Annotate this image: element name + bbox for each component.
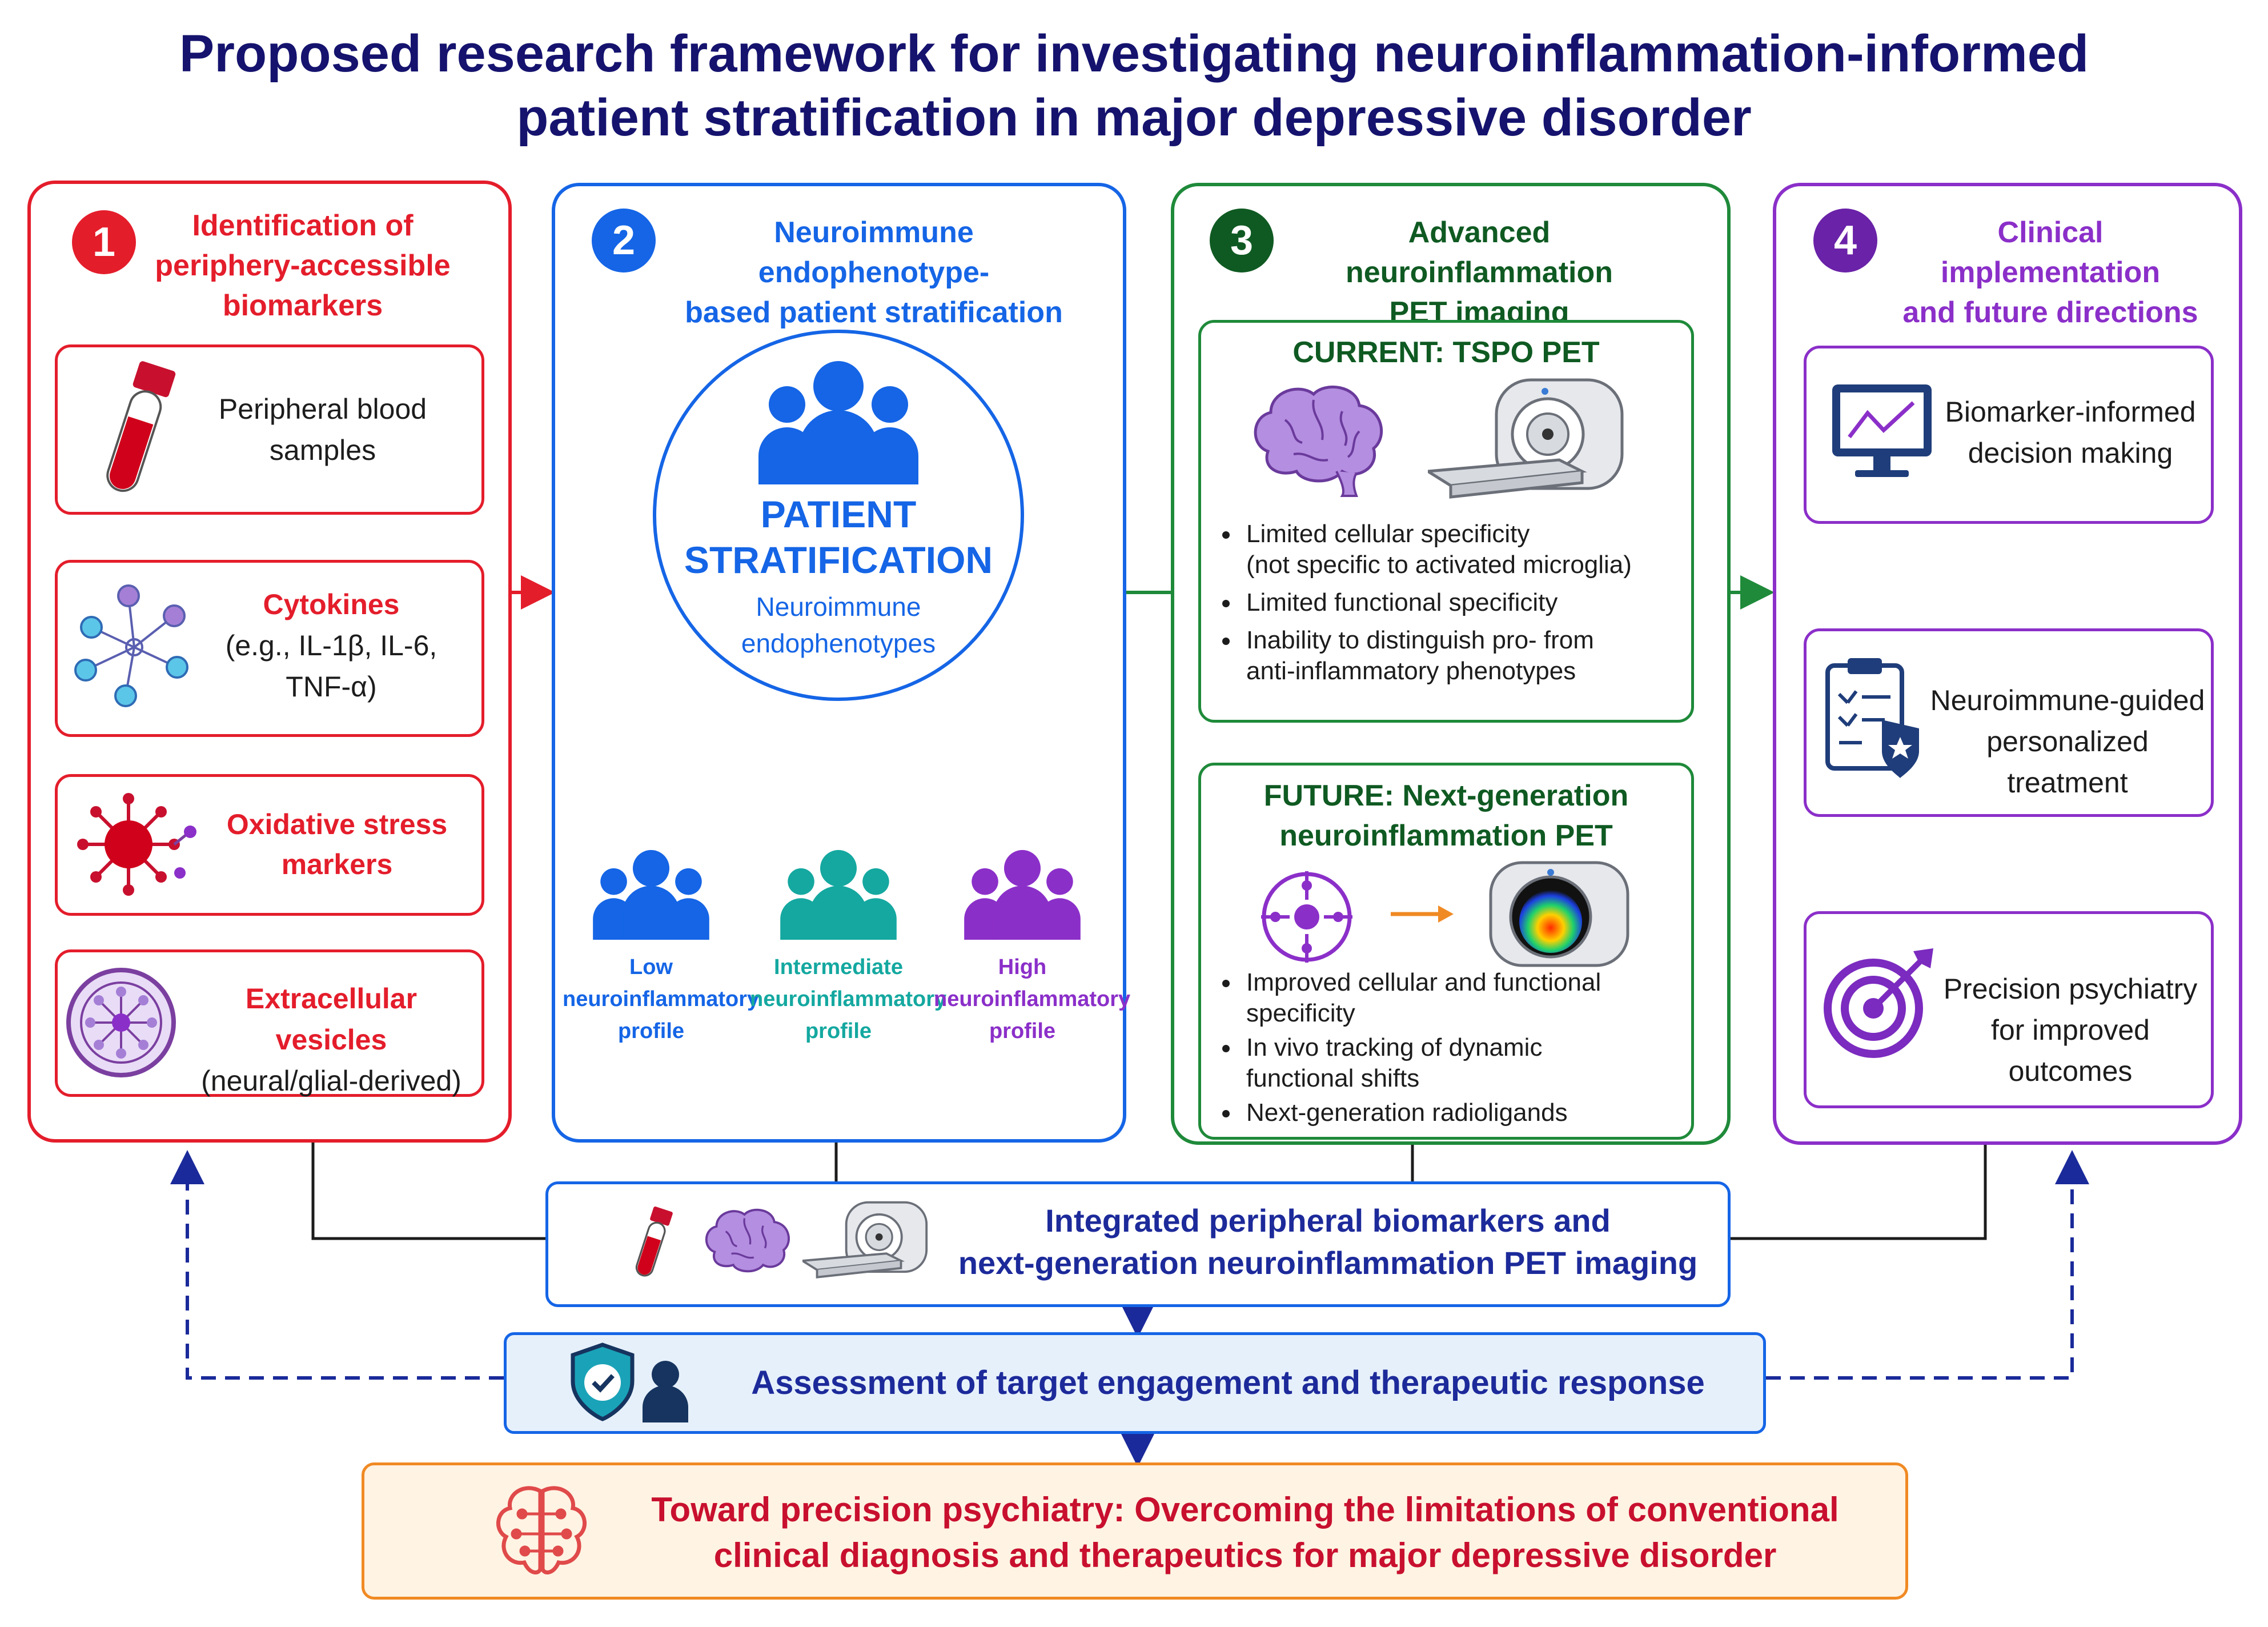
group-icon-high (964, 849, 1081, 940)
blood-tube-icon (106, 361, 176, 492)
page-title: Proposed research framework for investig… (179, 25, 2089, 147)
step-number-2: 2 (592, 209, 656, 272)
profile-high: High neuroinflammatory profile (934, 955, 1131, 1043)
clipboard-shield-icon (1825, 658, 1919, 778)
future-pet-title: FUTURE: Next-generation neuroinflammatio… (1263, 779, 1629, 852)
current-tspo-title: CURRENT: TSPO PET (1292, 336, 1600, 369)
target-icon (1824, 948, 1933, 1058)
pet-scanner-heatmap-icon (1489, 861, 1629, 967)
assessment-box (504, 1332, 1766, 1434)
molecule-icon (74, 584, 188, 707)
line-col4-to-integrated (1731, 1145, 1987, 1240)
arrow-orange-icon (1391, 905, 1454, 923)
pet-scanner-icon-small (802, 1201, 928, 1279)
column-3-header: Advanced neuroinflammation PET imaging (1345, 216, 1613, 329)
shield-check-icon (571, 1343, 635, 1421)
group-icon-intermediate (780, 849, 897, 940)
cytokines-text: Cytokines (e.g., IL-1β, IL-6, TNF-α) (225, 588, 437, 703)
target-molecule-icon (1261, 871, 1352, 963)
virus-icon (77, 793, 196, 896)
step-number-1: 1 (72, 210, 136, 274)
toward-precision-box (362, 1462, 1908, 1600)
feedback-loop-left (170, 1150, 504, 1380)
oxidative-stress-label: Oxidative stress markers (226, 808, 448, 880)
group-icon (758, 361, 918, 484)
precision-psychiatry-label: Precision psychiatry for improved outcom… (1943, 973, 2198, 1087)
neuroimmune-treatment-label: Neuroimmune-guided personalized treatmen… (1930, 684, 2205, 799)
feedback-loop-right (1766, 1150, 2089, 1380)
toward-precision-text: Toward precision psychiatry: Overcoming … (651, 1490, 1839, 1574)
brain-outline-icon (496, 1486, 587, 1574)
brain-icon-small (705, 1208, 790, 1273)
extracellular-vesicles-text: Extracellular vesicles (neural/glial-der… (201, 983, 461, 1097)
blood-tube-icon-small (635, 1207, 673, 1277)
profile-low: Low neuroinflammatory profile (563, 955, 760, 1043)
column-2-header: Neuroimmune endophenotype- based patient… (685, 216, 1063, 329)
step-number-4: 4 (1813, 209, 1877, 272)
pet-scanner-icon (1428, 378, 1624, 499)
biomarker-decision-label: Biomarker-informed decision making (1945, 396, 2196, 469)
assessment-text: Assessment of target engagement and ther… (751, 1364, 1705, 1401)
peripheral-blood-label: Peripheral blood samples (218, 393, 427, 466)
integrated-text: Integrated peripheral biomarkers and nex… (958, 1203, 1698, 1281)
patient-stratification-text: PATIENT STRATIFICATION Neuroimmune endop… (684, 493, 993, 658)
vesicle-icon (66, 968, 176, 1077)
brain-icon (1254, 385, 1383, 497)
current-tspo-bullets: Limited cellular specificity(not specifi… (1218, 519, 1686, 694)
card-current-tspo-pet (1198, 320, 1694, 723)
person-icon (643, 1361, 688, 1422)
monitor-chart-icon (1832, 384, 1932, 477)
group-icon-low (593, 849, 709, 940)
column-1-header: Identification of periphery-accessible b… (155, 209, 451, 322)
step-number-3: 3 (1210, 209, 1274, 272)
profile-intermediate: Intermediate neuroinflammatory profile (750, 955, 947, 1043)
column-4-header: Clinical implementation and future direc… (1902, 216, 2198, 329)
line-col1-to-integrated (311, 1143, 545, 1240)
